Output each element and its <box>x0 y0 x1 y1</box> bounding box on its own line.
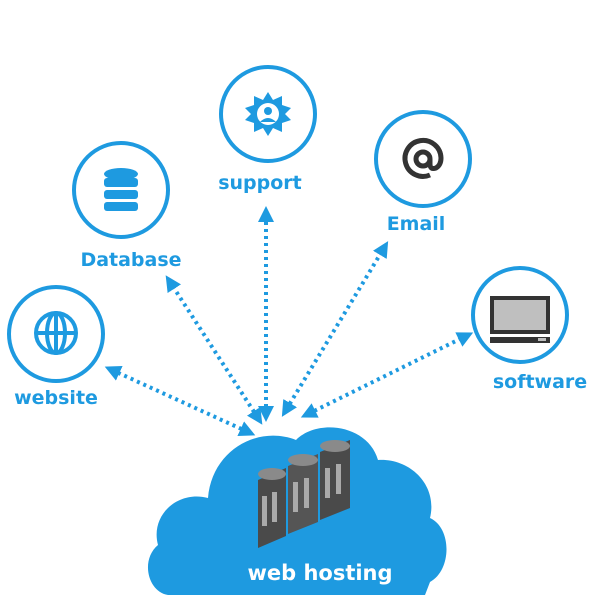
hub-label: web hosting <box>247 561 392 585</box>
at-sign-icon <box>402 137 444 179</box>
hub-web-hosting: web hosting <box>147 427 447 595</box>
node-software: software <box>471 266 587 393</box>
node-database: Database <box>72 141 182 271</box>
server-rack-icon <box>258 440 350 548</box>
node-support: support <box>218 65 317 194</box>
arrow-website <box>104 366 256 436</box>
node-label-database: Database <box>80 249 181 271</box>
database-icon <box>104 168 138 211</box>
arrow-database <box>165 275 263 425</box>
node-label-software: software <box>493 371 587 393</box>
node-label-support: support <box>218 172 302 194</box>
arrow-software <box>300 332 474 418</box>
support-gear-icon <box>245 92 291 136</box>
node-circle-email <box>374 110 472 208</box>
node-email: Email <box>374 110 472 235</box>
node-label-website: website <box>14 387 98 409</box>
monitor-icon <box>490 296 550 343</box>
arrow-email <box>281 241 389 417</box>
connector-arrows <box>104 206 474 436</box>
node-website: website <box>7 285 105 409</box>
node-label-email: Email <box>387 213 446 235</box>
globe-icon <box>34 311 78 355</box>
